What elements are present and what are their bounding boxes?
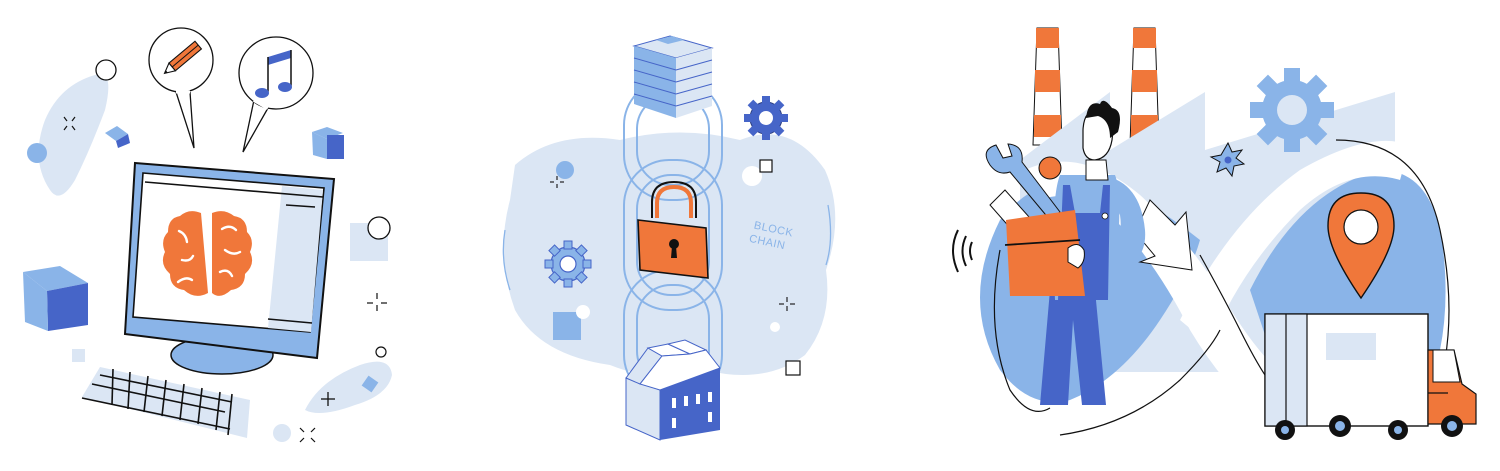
signal-waves-icon bbox=[952, 229, 973, 273]
location-pin-icon bbox=[1327, 192, 1395, 300]
square-tiny bbox=[72, 349, 85, 362]
blob-left bbox=[38, 74, 109, 196]
scene-blockchain: BLOCK CHAIN bbox=[502, 35, 836, 441]
dot-blue bbox=[556, 161, 574, 179]
ring-small bbox=[95, 59, 117, 81]
road-outline-3 bbox=[993, 249, 1051, 412]
box-front bbox=[1006, 210, 1085, 296]
gear-icon-2 bbox=[544, 240, 592, 288]
sparkle-icon bbox=[63, 116, 76, 131]
cube-small bbox=[105, 126, 130, 148]
chimney-icon bbox=[1032, 27, 1063, 146]
ring-tiny bbox=[375, 346, 387, 358]
scene-ai-computer bbox=[23, 27, 392, 443]
cube-large bbox=[23, 266, 88, 331]
chimney-icon-2 bbox=[1129, 27, 1160, 146]
building-icon bbox=[632, 35, 714, 118]
crosshair-icon-2 bbox=[779, 297, 795, 311]
gear-icon bbox=[1250, 68, 1334, 152]
dot-light bbox=[273, 424, 291, 442]
dot-white-3 bbox=[576, 305, 590, 319]
road-band-2 bbox=[1180, 140, 1410, 345]
toolbox-icon bbox=[985, 143, 1085, 296]
cube-right bbox=[312, 127, 344, 159]
keyboard-icon bbox=[81, 367, 250, 438]
blob-bottom-right bbox=[305, 361, 392, 414]
crosshair-icon bbox=[550, 176, 564, 188]
scene-logistics bbox=[952, 27, 1477, 440]
plus-icon bbox=[321, 392, 335, 406]
music-note-icon bbox=[255, 50, 292, 98]
road-outline-4 bbox=[1199, 254, 1266, 376]
dot-blue bbox=[27, 143, 47, 163]
lightbulb-icon bbox=[1038, 156, 1062, 180]
road-band bbox=[1025, 161, 1300, 420]
dot-white-2 bbox=[770, 322, 780, 332]
square-outline-2 bbox=[785, 360, 801, 376]
worker-hair bbox=[1086, 100, 1120, 138]
padlock-icon bbox=[637, 180, 709, 279]
square-blue bbox=[553, 312, 581, 340]
truck-wheels bbox=[1275, 415, 1463, 440]
star-gear-icon bbox=[1209, 141, 1246, 178]
crosshair-icon bbox=[367, 293, 387, 311]
gear-icon bbox=[744, 96, 788, 140]
speech-bubble-music bbox=[238, 36, 314, 153]
truck-icon bbox=[1264, 313, 1477, 440]
worker-legs bbox=[1040, 290, 1106, 405]
factory-icon bbox=[625, 339, 721, 441]
worker-neck bbox=[1085, 159, 1109, 181]
ring-right bbox=[367, 216, 391, 240]
sparkle-icon-2 bbox=[299, 427, 316, 443]
brain-icon bbox=[162, 211, 253, 296]
diamond-blue bbox=[361, 375, 379, 393]
blob-outline-2 bbox=[825, 204, 832, 266]
road-outline-2 bbox=[1059, 329, 1221, 436]
blob-outline bbox=[502, 229, 511, 291]
dot-white bbox=[742, 166, 762, 186]
worker-arm bbox=[1095, 175, 1146, 272]
worker-hand bbox=[1067, 244, 1085, 269]
wrench-icon bbox=[985, 143, 1061, 221]
pencil-icon bbox=[163, 40, 203, 75]
speech-bubble-pencil bbox=[148, 27, 214, 149]
square-outline bbox=[759, 159, 773, 173]
road-outline bbox=[1335, 139, 1450, 361]
